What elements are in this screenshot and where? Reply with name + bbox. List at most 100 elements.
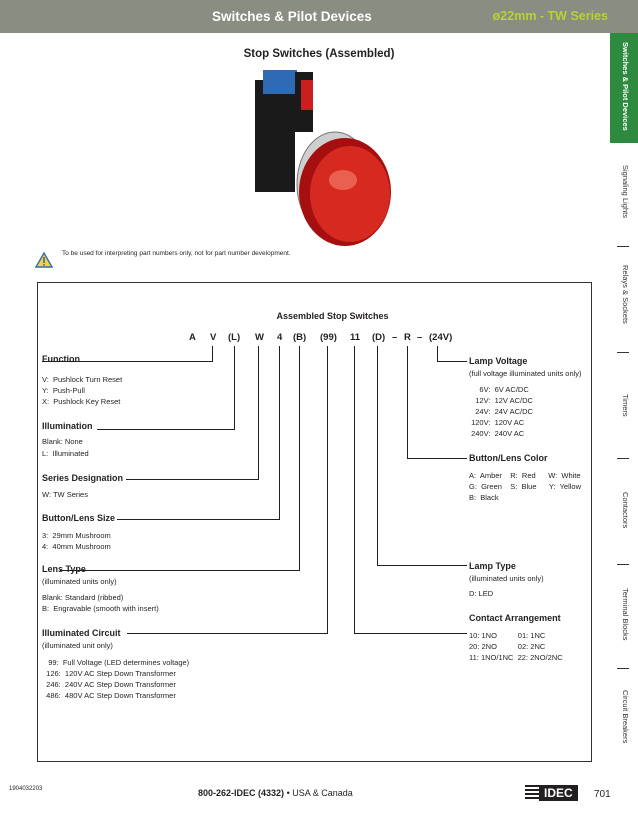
code-dash: – — [392, 332, 398, 343]
connector — [299, 346, 300, 571]
connector — [437, 361, 467, 362]
connector — [377, 346, 378, 566]
connector — [127, 633, 328, 634]
connector — [279, 346, 280, 520]
lamp-type-option: D: LED — [469, 589, 494, 598]
sidebar-tab-active[interactable] — [610, 33, 638, 143]
button-size-heading: Button/Lens Size — [42, 513, 116, 523]
sidebar-tab-terminal-blocks[interactable]: Terminal Blocks — [621, 588, 630, 641]
warning-icon — [35, 252, 53, 268]
connector — [97, 429, 235, 430]
document-code: 1904032203 — [9, 786, 43, 792]
lamp-voltage-option: 24V: 24V AC/DC — [469, 407, 533, 416]
illumination-heading: Illumination — [42, 421, 93, 431]
connector — [407, 346, 408, 459]
code-b: (B) — [293, 332, 307, 343]
page-number: 701 — [594, 789, 611, 800]
code-a: A — [189, 332, 196, 343]
function-heading: Function — [42, 354, 80, 364]
contact-heading: Contact Arrangement — [469, 613, 561, 623]
button-size-option: 3: 29mm Mushroom — [42, 531, 111, 540]
connector — [42, 361, 213, 362]
sidebar-divider — [617, 246, 629, 247]
code-11: 11 — [350, 332, 361, 343]
code-w: W — [255, 332, 264, 343]
illuminated-circuit-heading: Illuminated Circuit — [42, 628, 121, 638]
lens-color-option: A: Amber R: Red W: White — [469, 471, 581, 480]
connector — [407, 458, 467, 459]
header-bar: Switches & Pilot Devices ø22mm - TW Seri… — [0, 0, 638, 33]
lamp-voltage-option: 6V: 6V AC/DC — [469, 385, 529, 394]
bullet: • — [286, 788, 290, 798]
connector — [234, 346, 235, 430]
diagram-frame — [37, 282, 592, 762]
connector — [117, 519, 280, 520]
lens-type-heading: Lens Type — [42, 564, 86, 574]
illumination-option: Blank: None — [42, 437, 83, 446]
lens-type-option: Blank: Standard (ribbed) — [42, 593, 124, 602]
contact-option: 20: 2NO 02: 2NC — [469, 642, 546, 651]
connector — [327, 346, 328, 634]
section-title: Switches & Pilot Devices — [212, 9, 372, 24]
contact-option: 11: 1NO/1NC 22: 2NO/2NC — [469, 653, 563, 662]
diagram-title: Assembled Stop Switches — [276, 311, 389, 321]
lamp-type-heading: Lamp Type — [469, 561, 516, 571]
function-option: V: Pushlock Turn Reset — [42, 375, 123, 384]
lens-color-option: B: Black — [469, 493, 499, 502]
connector — [258, 346, 259, 480]
code-24v: (24V) — [429, 332, 453, 343]
sidebar-tab-switches[interactable]: Switches & Pilot Devices — [621, 42, 630, 131]
lamp-type-sub: (illuminated units only) — [469, 574, 544, 583]
illuminated-circuit-option: 486: 480V AC Step Down Transformer — [42, 691, 176, 700]
illuminated-circuit-option: 246: 240V AC Step Down Transformer — [42, 680, 176, 689]
sidebar-tab-signaling-lights[interactable]: Signaling Lights — [621, 165, 630, 218]
sidebar-divider — [617, 458, 629, 459]
product-image — [255, 70, 391, 246]
sidebar-tab-relays[interactable]: Relays & Sockets — [621, 265, 630, 324]
sidebar-divider — [617, 564, 629, 565]
category-sidebar — [610, 33, 638, 758]
connector — [212, 346, 213, 362]
page-title: Stop Switches (Assembled) — [243, 48, 395, 60]
logo-mark — [525, 785, 539, 801]
sidebar-divider — [617, 668, 629, 669]
phone-number: 800-262-IDEC (4332) — [198, 788, 285, 798]
series-option: W: TW Series — [42, 490, 88, 499]
code-l: (L) — [228, 332, 241, 343]
code-dash2: – — [417, 332, 423, 343]
footer-contact: 800-262-IDEC (4332) • USA & Canada — [198, 788, 353, 798]
lamp-voltage-sub: (full voltage illuminated units only) — [469, 369, 582, 378]
illuminated-circuit-option: 99: Full Voltage (LED determines voltage… — [42, 658, 190, 667]
sidebar-tab-contactors[interactable]: Contactors — [621, 492, 630, 529]
lens-type-sub: (illuminated units only) — [42, 577, 117, 586]
idec-logo: IDEC — [525, 785, 578, 801]
note-text: To be used for interpreting part numbers… — [62, 250, 291, 257]
illuminated-circuit-sub: (illuminated unit only) — [42, 641, 113, 650]
connector — [126, 479, 259, 480]
lens-type-option: B: Engravable (smooth with insert) — [42, 604, 159, 613]
code-99: (99) — [320, 332, 337, 343]
region: USA & Canada — [292, 788, 353, 798]
illumination-option: L: Illuminated — [42, 449, 89, 458]
connector — [437, 346, 438, 362]
code-v: V — [210, 332, 217, 343]
function-option: X: Pushlock Key Reset — [42, 397, 121, 406]
sidebar-tab-timers[interactable]: Timers — [621, 394, 630, 417]
sidebar-divider — [617, 352, 629, 353]
lens-color-option: G: Green S: Blue Y: Yellow — [469, 482, 582, 491]
logo-wordmark: IDEC — [539, 785, 578, 801]
lens-color-heading: Button/Lens Color — [469, 453, 548, 463]
lamp-voltage-option: 120V: 120V AC — [469, 418, 525, 427]
lamp-voltage-option: 12V: 12V AC/DC — [469, 396, 533, 405]
series-title: ø22mm - TW Series — [492, 9, 608, 23]
lamp-voltage-heading: Lamp Voltage — [469, 356, 528, 366]
code-4: 4 — [277, 332, 283, 343]
sidebar-tab-circuit-breakers[interactable]: Circuit Breakers — [621, 690, 630, 744]
series-heading: Series Designation — [42, 473, 124, 483]
code-r: R — [404, 332, 411, 343]
illuminated-circuit-option: 126: 120V AC Step Down Transformer — [42, 669, 176, 678]
connector — [354, 633, 467, 634]
code-d: (D) — [372, 332, 386, 343]
contact-option: 10: 1NO 01: 1NC — [469, 631, 546, 640]
function-option: Y: Push-Pull — [42, 386, 85, 395]
